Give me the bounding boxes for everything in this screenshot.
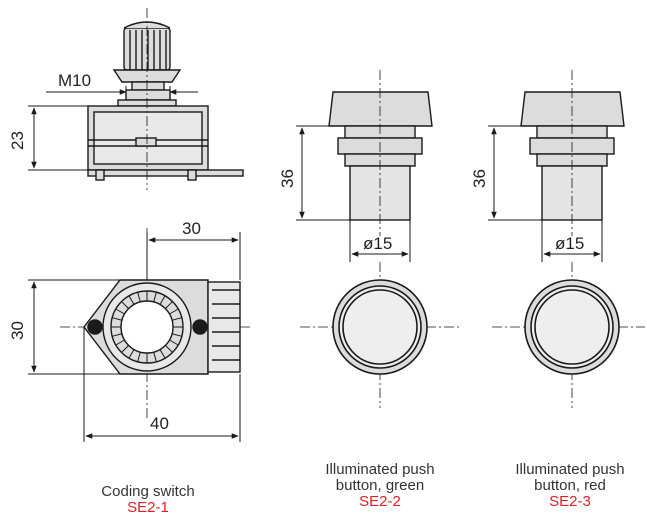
switch-length-label: 40 — [150, 414, 169, 433]
caption-push-green: Illuminated push button, green SE2-2 — [300, 462, 460, 510]
green-diameter-dimension — [349, 220, 411, 262]
green-diameter-label: ø15 — [363, 234, 392, 253]
caption-push-red: Illuminated push button, red SE2-3 — [490, 462, 647, 510]
caption-push-red-line1: Illuminated push — [515, 461, 625, 478]
switch-height-dimension — [28, 105, 88, 171]
green-height-dimension — [296, 125, 350, 221]
switch-depth-label: 30 — [8, 321, 27, 340]
knob-tooth — [153, 351, 157, 362]
knob-tooth — [112, 317, 123, 321]
red-diameter-label: ø15 — [555, 234, 584, 253]
switch-width-label: 30 — [182, 219, 201, 238]
push-button-red-side-view — [520, 91, 625, 221]
caption-push-green-line1: Illuminated push — [325, 461, 435, 478]
knob-tooth — [121, 301, 129, 309]
switch-depth-dimension — [28, 279, 120, 375]
caption-push-green-code: SE2-2 — [359, 493, 401, 510]
knob-tooth — [128, 295, 135, 305]
knob-tooth — [137, 351, 141, 362]
switch-width-dimension — [146, 232, 241, 280]
coding-switch-top-view — [83, 279, 241, 375]
knob-tooth — [112, 333, 123, 337]
switch-height-label: 23 — [8, 131, 27, 150]
push-button-red-top-view — [524, 279, 620, 375]
caption-push-green-line2: button, green — [335, 477, 425, 494]
knob-tooth — [121, 345, 129, 353]
push-button-green-side-view — [328, 91, 433, 221]
knob-tooth — [115, 339, 125, 346]
red-height-dimension — [488, 125, 542, 221]
caption-coding-switch: Coding switch SE2-1 — [60, 484, 236, 516]
red-height-label: 36 — [470, 169, 489, 188]
switch-length-dimension — [83, 327, 241, 442]
caption-coding-switch-code: SE2-1 — [127, 499, 169, 516]
push-button-green-top-view — [332, 279, 428, 375]
knob-teeth — [111, 291, 183, 363]
caption-coding-switch-name: Coding switch — [101, 483, 195, 500]
caption-push-red-line2: button, red — [534, 477, 606, 494]
caption-push-red-code: SE2-3 — [549, 493, 591, 510]
red-diameter-dimension — [541, 220, 603, 262]
knob-tooth — [169, 339, 179, 346]
knob-tooth — [165, 345, 173, 353]
knob-tooth — [128, 349, 135, 359]
knob-tooth — [115, 308, 125, 315]
knob-tooth — [171, 333, 182, 337]
m10-dimension — [46, 86, 198, 100]
knob-tooth — [171, 317, 182, 321]
m10-label: M10 — [58, 71, 91, 90]
knob-tooth — [159, 349, 166, 359]
knob-tooth — [137, 292, 141, 303]
knob-tooth — [153, 292, 157, 303]
coding-switch-side-view — [87, 21, 244, 181]
knob-tooth — [169, 308, 179, 315]
knob-tooth — [159, 295, 166, 305]
green-height-label: 36 — [278, 169, 297, 188]
knob-tooth — [165, 301, 173, 309]
